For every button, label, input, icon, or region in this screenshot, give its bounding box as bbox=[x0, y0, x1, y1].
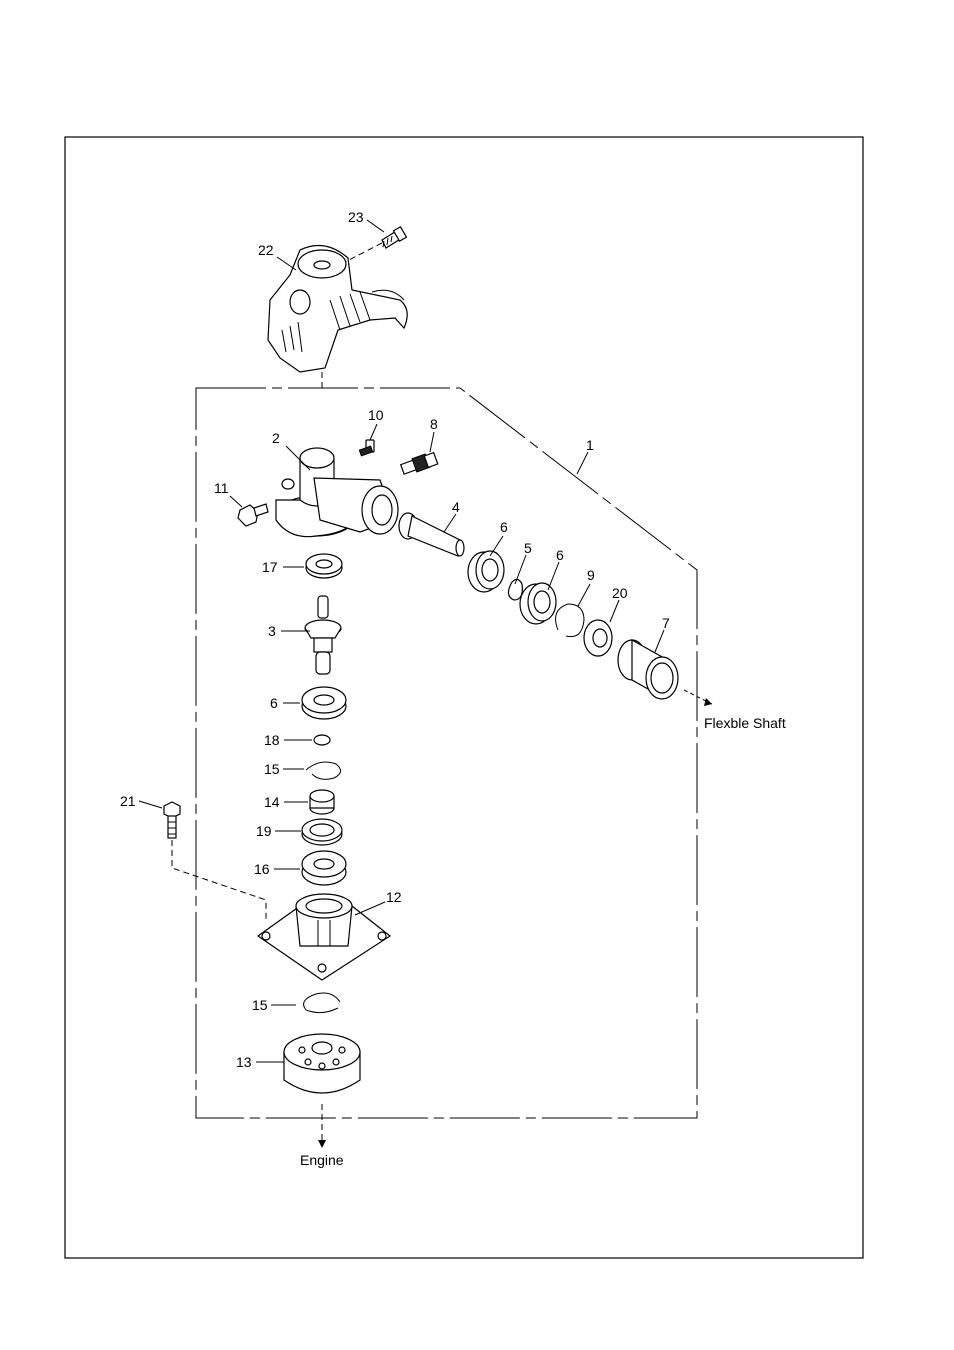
small-screw-part bbox=[359, 440, 374, 456]
snap-ring-lower-part bbox=[304, 993, 340, 1013]
callout-17: 17 bbox=[262, 559, 278, 575]
callout-1: 1 bbox=[586, 437, 594, 453]
collar-part bbox=[310, 790, 334, 814]
callout-6-c: 6 bbox=[270, 695, 278, 711]
engine-label: Engine bbox=[300, 1152, 344, 1168]
drive-shaft-part bbox=[399, 513, 464, 556]
callout-15-b: 15 bbox=[252, 997, 268, 1013]
housing-plate-part bbox=[258, 894, 390, 980]
callout-12: 12 bbox=[386, 889, 402, 905]
side-bolt-part bbox=[238, 504, 268, 526]
clutch-drum-part bbox=[284, 1034, 360, 1093]
callout-15-a: 15 bbox=[264, 761, 280, 777]
callout-13: 13 bbox=[236, 1054, 252, 1070]
gear-case-part bbox=[276, 448, 398, 537]
bearing-left-part bbox=[302, 687, 346, 719]
housing-bolt-part bbox=[164, 802, 180, 838]
snap-ring-upper-part bbox=[306, 762, 341, 779]
grease-fitting-part bbox=[401, 453, 438, 474]
guard-part bbox=[268, 246, 407, 373]
bearing-right-1-part bbox=[468, 551, 504, 592]
callout-5: 5 bbox=[524, 540, 532, 556]
callout-8: 8 bbox=[430, 416, 438, 432]
callout-14: 14 bbox=[264, 794, 280, 810]
callout-3: 3 bbox=[268, 623, 276, 639]
bearing-top-part bbox=[306, 554, 342, 578]
callout-19: 19 bbox=[256, 823, 272, 839]
callout-11: 11 bbox=[214, 480, 229, 496]
oil-seal-part bbox=[302, 819, 342, 845]
callout-22: 22 bbox=[258, 242, 274, 258]
callout-21: 21 bbox=[120, 793, 136, 809]
guard-screw-part bbox=[382, 227, 406, 248]
bearing-bottom-part bbox=[302, 851, 346, 885]
callout-2: 2 bbox=[272, 430, 280, 446]
sleeve-part bbox=[618, 640, 678, 699]
flexible-shaft-label: Flexble Shaft bbox=[704, 715, 786, 731]
callout-16: 16 bbox=[254, 861, 270, 877]
washer-part bbox=[584, 620, 612, 656]
callout-6-b: 6 bbox=[556, 547, 564, 563]
callout-6-a: 6 bbox=[500, 519, 508, 535]
bearing-right-2-part bbox=[520, 583, 556, 624]
page-border bbox=[65, 137, 863, 1258]
callout-4: 4 bbox=[452, 499, 460, 515]
snap-ring-part bbox=[556, 604, 584, 637]
callout-10: 10 bbox=[368, 407, 384, 423]
callout-23: 23 bbox=[348, 209, 364, 225]
assembly-group-outline bbox=[196, 388, 697, 1118]
small-washer-part bbox=[314, 735, 330, 745]
callout-20: 20 bbox=[612, 585, 628, 601]
pinion-gear-shaft-part bbox=[305, 596, 341, 674]
callout-18: 18 bbox=[264, 732, 280, 748]
callout-7: 7 bbox=[662, 615, 670, 631]
callout-9: 9 bbox=[587, 567, 595, 583]
